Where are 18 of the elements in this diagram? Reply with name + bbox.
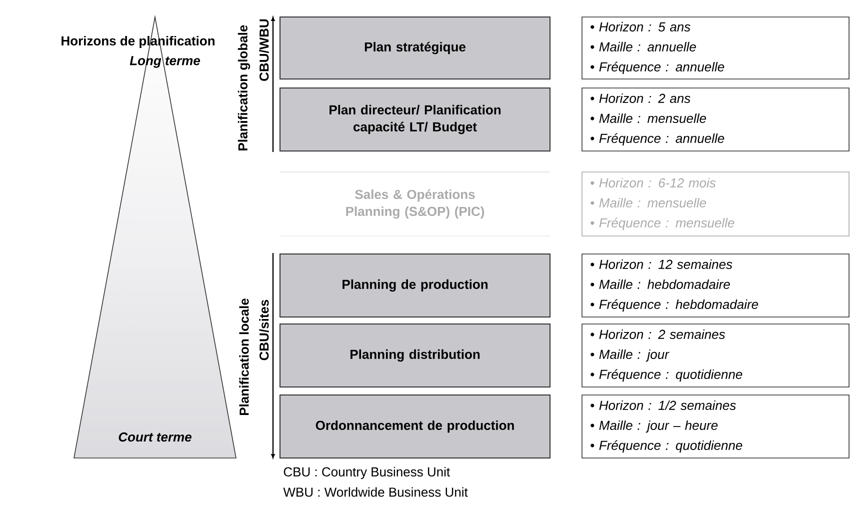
axis-label: Planification locale bbox=[239, 298, 249, 416]
info-box: • Horizon : 2 semaines • Maille : jour • Fréquence : quotidienne bbox=[582, 324, 850, 388]
axis-label: CBU/WBU bbox=[259, 19, 269, 81]
info-box: • Horizon : 2 ans • Maille : mensuelle • Fréquence : annuelle bbox=[582, 88, 850, 152]
plan-box: Sales & Opérations Planning (S&OP) (PIC) bbox=[280, 172, 550, 236]
info-box: • Horizon : 6-12 mois • Maille : mensuelle • Fréquence : mensuelle bbox=[582, 172, 850, 236]
plan-box: Plan stratégique bbox=[280, 16, 550, 80]
plan-box: Plan directeur/ Planification capacité LT/ Budget bbox=[280, 88, 550, 152]
axis-label: CBU/sites bbox=[259, 300, 269, 360]
pyramid-label: Court terme bbox=[118, 432, 192, 442]
info-box: • Horizon : 1/2 semaines • Maille : jour – heure • Fréquence : quotidienne bbox=[582, 394, 850, 458]
axis-label: Planification globale bbox=[238, 25, 250, 150]
footnote: WBU : Worldwide Business Unit bbox=[283, 487, 468, 497]
plan-box: Ordonnancement de production bbox=[280, 394, 550, 458]
info-box: • Horizon : 12 semaines • Maille : hebdomadaire • Fréquence : hebdomadaire bbox=[582, 254, 850, 318]
info-box: • Horizon : 5 ans • Maille : annuelle • Fréquence : annuelle bbox=[582, 16, 850, 80]
plan-box: Planning de production bbox=[280, 254, 550, 318]
plan-box: Planning distribution bbox=[280, 324, 550, 388]
